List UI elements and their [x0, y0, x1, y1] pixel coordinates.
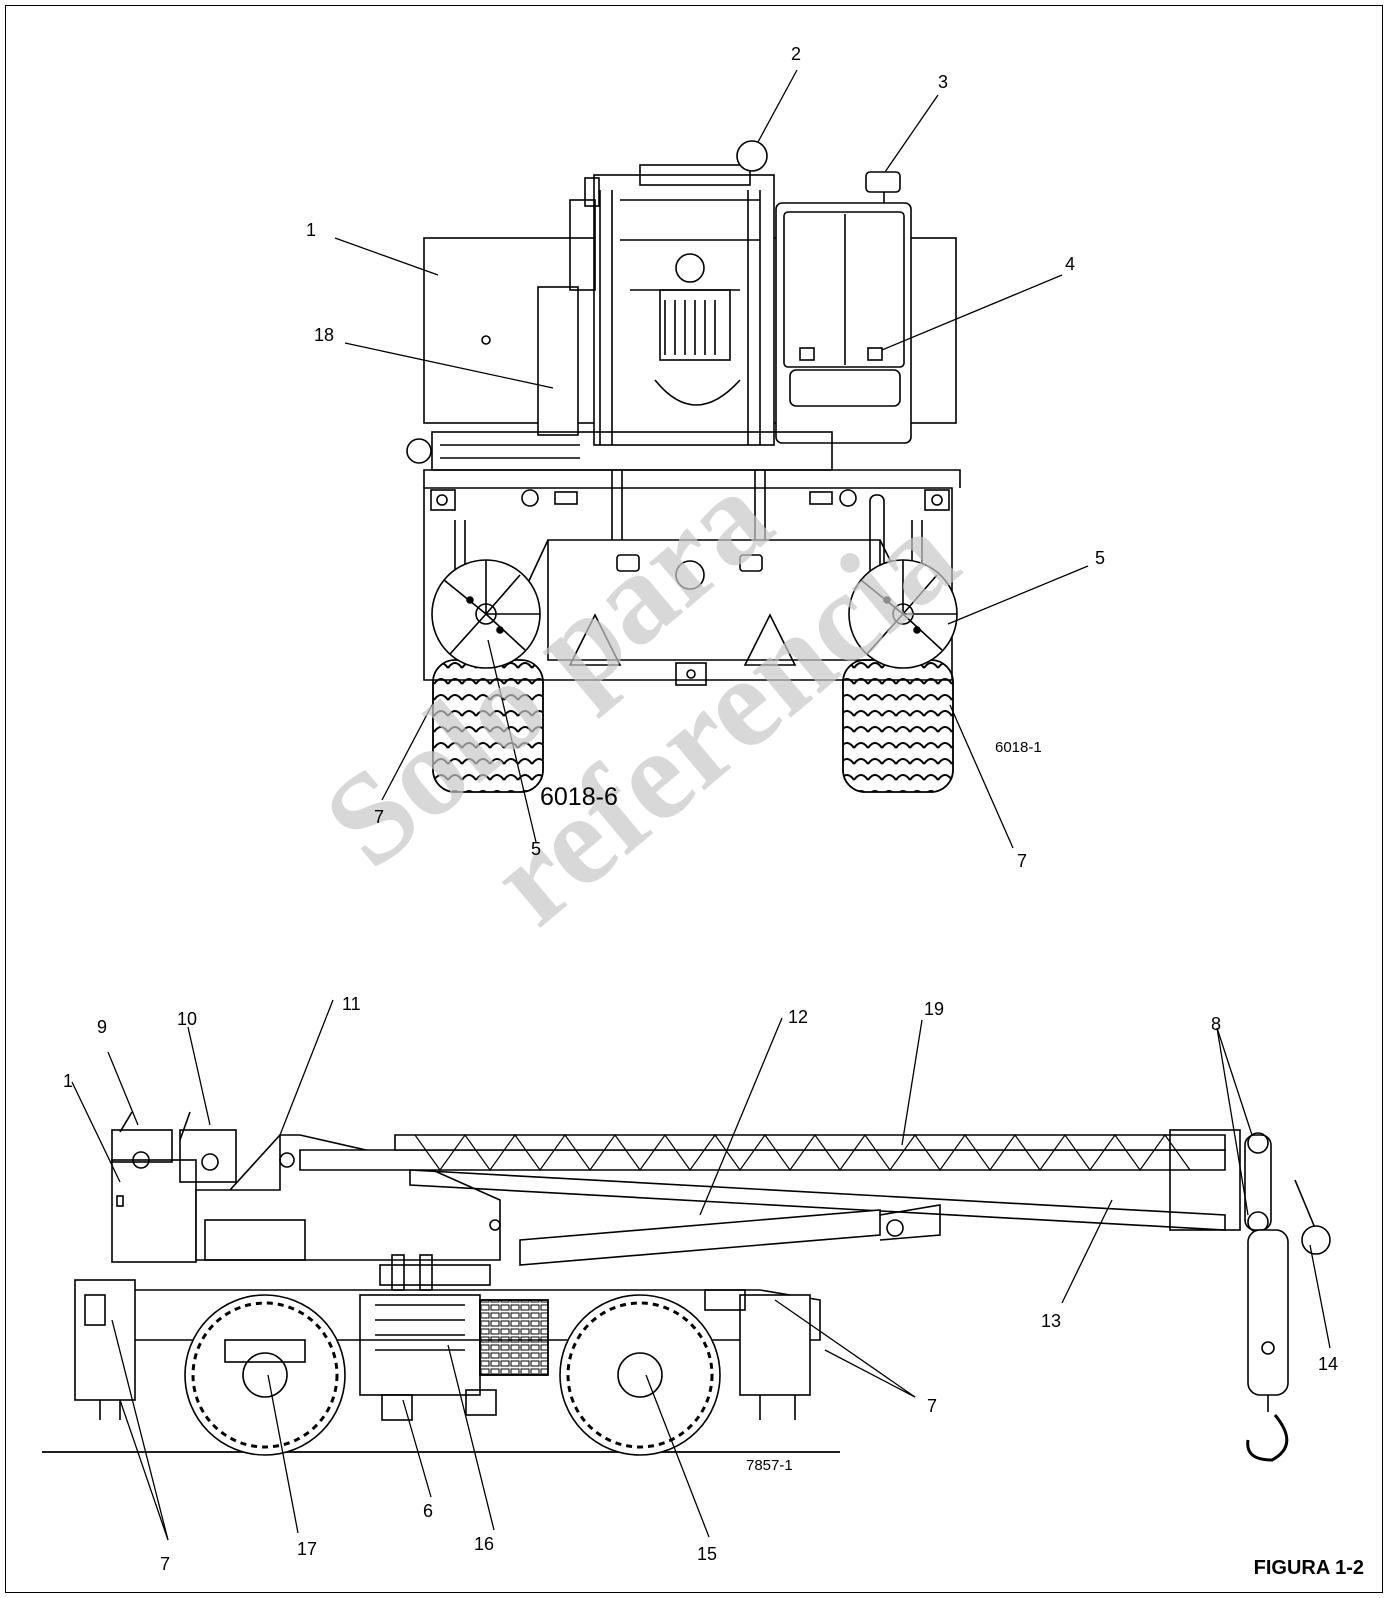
- side-leaders: [71, 999, 1331, 1541]
- callout-16: 16: [474, 1534, 495, 1554]
- front-cab: [775, 202, 912, 444]
- drawing-ref-6018-1: 6018-1: [995, 739, 1042, 756]
- callout-11: 11: [342, 994, 361, 1014]
- front-tire-left: [432, 659, 544, 793]
- callout-7-front-right: 7: [1017, 851, 1028, 871]
- callout-8: 8: [1211, 1014, 1222, 1034]
- callout-9: 9: [97, 1017, 108, 1037]
- callout-4: 4: [1065, 254, 1076, 274]
- front-light: [406, 438, 432, 464]
- callout-7-side-right: 7: [927, 1396, 938, 1416]
- callout-18: 18: [314, 325, 335, 345]
- callout-10: 10: [177, 1009, 198, 1029]
- drawing-ref-6018-6: 6018-6: [540, 783, 618, 811]
- callout-5-bottom: 5: [531, 839, 542, 859]
- callout-1-side: 1: [63, 1071, 74, 1091]
- callout-1-front: 1: [306, 220, 317, 240]
- drawing-ref-7857-1: 7857-1: [746, 1457, 793, 1474]
- callout-6: 6: [423, 1501, 434, 1521]
- side-tire-rear: [184, 1294, 346, 1456]
- side-step: [381, 1394, 413, 1421]
- callout-7-side-left: 7: [160, 1554, 171, 1574]
- callout-15: 15: [697, 1544, 718, 1564]
- callout-7-front-left: 7: [374, 807, 385, 827]
- front-beacon: [736, 140, 768, 172]
- front-tank: [537, 286, 579, 436]
- figure-label: FIGURA 1-2: [1253, 1557, 1364, 1579]
- callout-13: 13: [1041, 1311, 1062, 1331]
- side-grille: [479, 1299, 549, 1376]
- callout-14: 14: [1318, 1354, 1339, 1374]
- side-boom: [299, 1149, 1226, 1171]
- front-pad-left: [431, 559, 541, 669]
- callout-17: 17: [297, 1539, 318, 1559]
- side-view: [42, 999, 1331, 1541]
- front-pad-right: [848, 559, 958, 669]
- side-lift-cylinder: [519, 1209, 881, 1266]
- callout-19: 19: [924, 999, 945, 1019]
- front-tire-right: [842, 659, 954, 793]
- side-tire-front: [559, 1294, 721, 1456]
- callout-2: 2: [791, 44, 802, 64]
- front-mirror: [865, 171, 901, 193]
- callout-12: 12: [788, 1007, 809, 1027]
- front-view: [334, 69, 1089, 849]
- callout-5-right: 5: [1095, 548, 1106, 568]
- side-counterweight: [111, 1159, 197, 1263]
- callout-3: 3: [938, 72, 949, 92]
- page-frame: [5, 5, 1383, 1593]
- front-leaders: [334, 69, 1089, 849]
